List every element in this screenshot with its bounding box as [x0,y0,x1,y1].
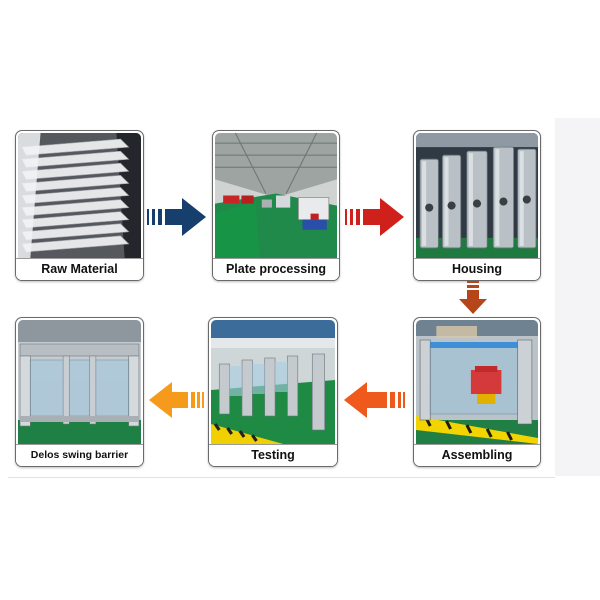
divider [8,477,555,478]
step-card-testing: Testing [208,317,338,467]
arrow-left-icon [148,380,204,420]
step-card-assembling: Assembling [413,317,541,467]
step-card-plate-processing: Plate processing [212,130,340,281]
step-label-plate-processing: Plate processing [213,258,339,280]
step-label-delos-swing-barrier: Delos swing barrier [16,444,143,466]
arrow-left-icon [343,380,405,420]
step-label-raw-material: Raw Material [16,258,143,280]
side-panel [555,118,600,476]
arrow-right-icon [345,196,405,238]
step-label-assembling: Assembling [414,444,540,466]
arrow-right-icon [147,196,207,238]
housing-photo [416,133,538,258]
assembling-photo [416,320,538,444]
step-label-testing: Testing [209,444,337,466]
delos-swing-barrier-photo [18,320,141,444]
arrow-down-icon [458,281,488,315]
step-card-housing: Housing [413,130,541,281]
raw-material-photo [18,133,141,258]
step-label-housing: Housing [414,258,540,280]
plate-processing-photo [215,133,337,258]
step-card-delos-swing-barrier: Delos swing barrier [15,317,144,467]
step-card-raw-material: Raw Material [15,130,144,281]
testing-photo [211,320,335,444]
